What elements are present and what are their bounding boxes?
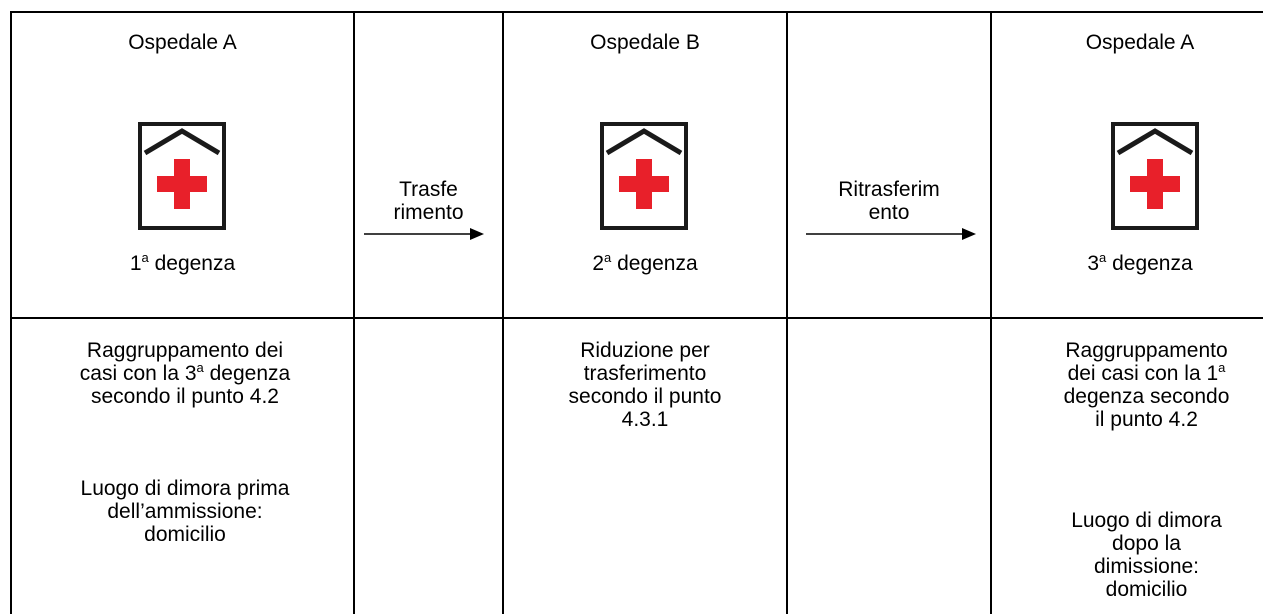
stay-label-3: 3a degenza: [1087, 250, 1193, 275]
residence-3: Luogo di dimora dopo la dimissione: domi…: [1071, 509, 1222, 601]
stay-label-1: 1a degenza: [129, 250, 236, 275]
hospital-name-3: Ospedale A: [1085, 31, 1195, 54]
divider-4: [990, 11, 992, 614]
transfer-arrow-1: [364, 228, 484, 240]
description-3: Raggruppamento dei casi con la 1a degenz…: [1063, 339, 1230, 431]
residence-1: Luogo di dimora prima dell’ammissione: d…: [80, 477, 290, 546]
transfer-label-2: Ritrasferim ento: [838, 178, 940, 224]
description-2: Riduzione per trasferimento secondo il p…: [568, 339, 722, 431]
border-left: [10, 11, 12, 614]
transfer-arrow-2: [806, 228, 976, 240]
stay-label-2: 2a degenza: [592, 250, 698, 275]
divider-1: [353, 11, 355, 614]
border-top: [10, 11, 1263, 13]
hospital-name-2: Ospedale B: [590, 31, 700, 54]
divider-3: [786, 11, 788, 614]
description-1: Raggruppamento dei casi con la 3a degenz…: [79, 339, 291, 408]
divider-2: [502, 11, 504, 614]
border-middle: [10, 317, 1263, 319]
hospital-name-1: Ospedale A: [128, 31, 237, 54]
hospital-icon: [1111, 122, 1199, 230]
hospital-icon: [600, 122, 688, 230]
hospital-icon: [138, 122, 226, 230]
transfer-label-1: Trasfe rimento: [393, 178, 464, 224]
